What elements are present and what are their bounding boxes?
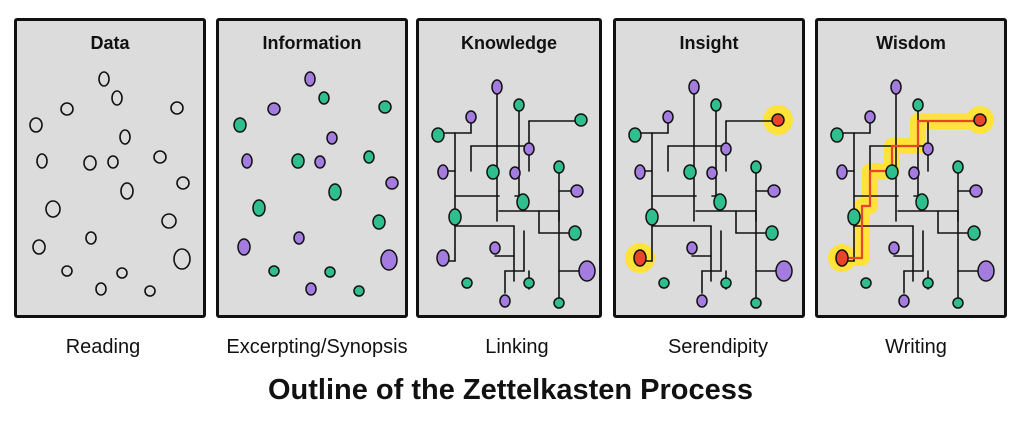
linked-network-diagram	[431, 79, 596, 309]
colored-dots-diagram	[233, 71, 399, 297]
scattered-dots-diagram	[29, 71, 191, 297]
panel-title-knowledge: Knowledge	[460, 33, 557, 53]
caption-serendipity: Serendipity	[667, 336, 769, 358]
wisdom-network-diagram	[828, 79, 995, 309]
diagram-title: Outline of the Zettelkasten Process	[267, 374, 754, 406]
highlight-path-line	[842, 119, 980, 260]
panel-wisdom: Wisdom	[815, 18, 1007, 318]
caption-reading: Reading	[65, 336, 141, 358]
caption-excerpting: Excerpting/Synopsis	[226, 336, 408, 358]
panel-title-insight: Insight	[679, 33, 739, 53]
panel-insight: Insight	[613, 18, 805, 318]
panel-information: Information	[216, 18, 408, 318]
insight-network-diagram	[625, 79, 793, 309]
panel-title-wisdom: Wisdom	[876, 33, 946, 53]
panel-knowledge: Knowledge	[416, 18, 602, 318]
panel-title-information: Information	[262, 33, 362, 53]
panel-title-data: Data	[90, 33, 130, 53]
caption-linking: Linking	[485, 336, 549, 358]
panel-data: Data	[14, 18, 206, 318]
caption-writing: Writing	[885, 336, 947, 358]
